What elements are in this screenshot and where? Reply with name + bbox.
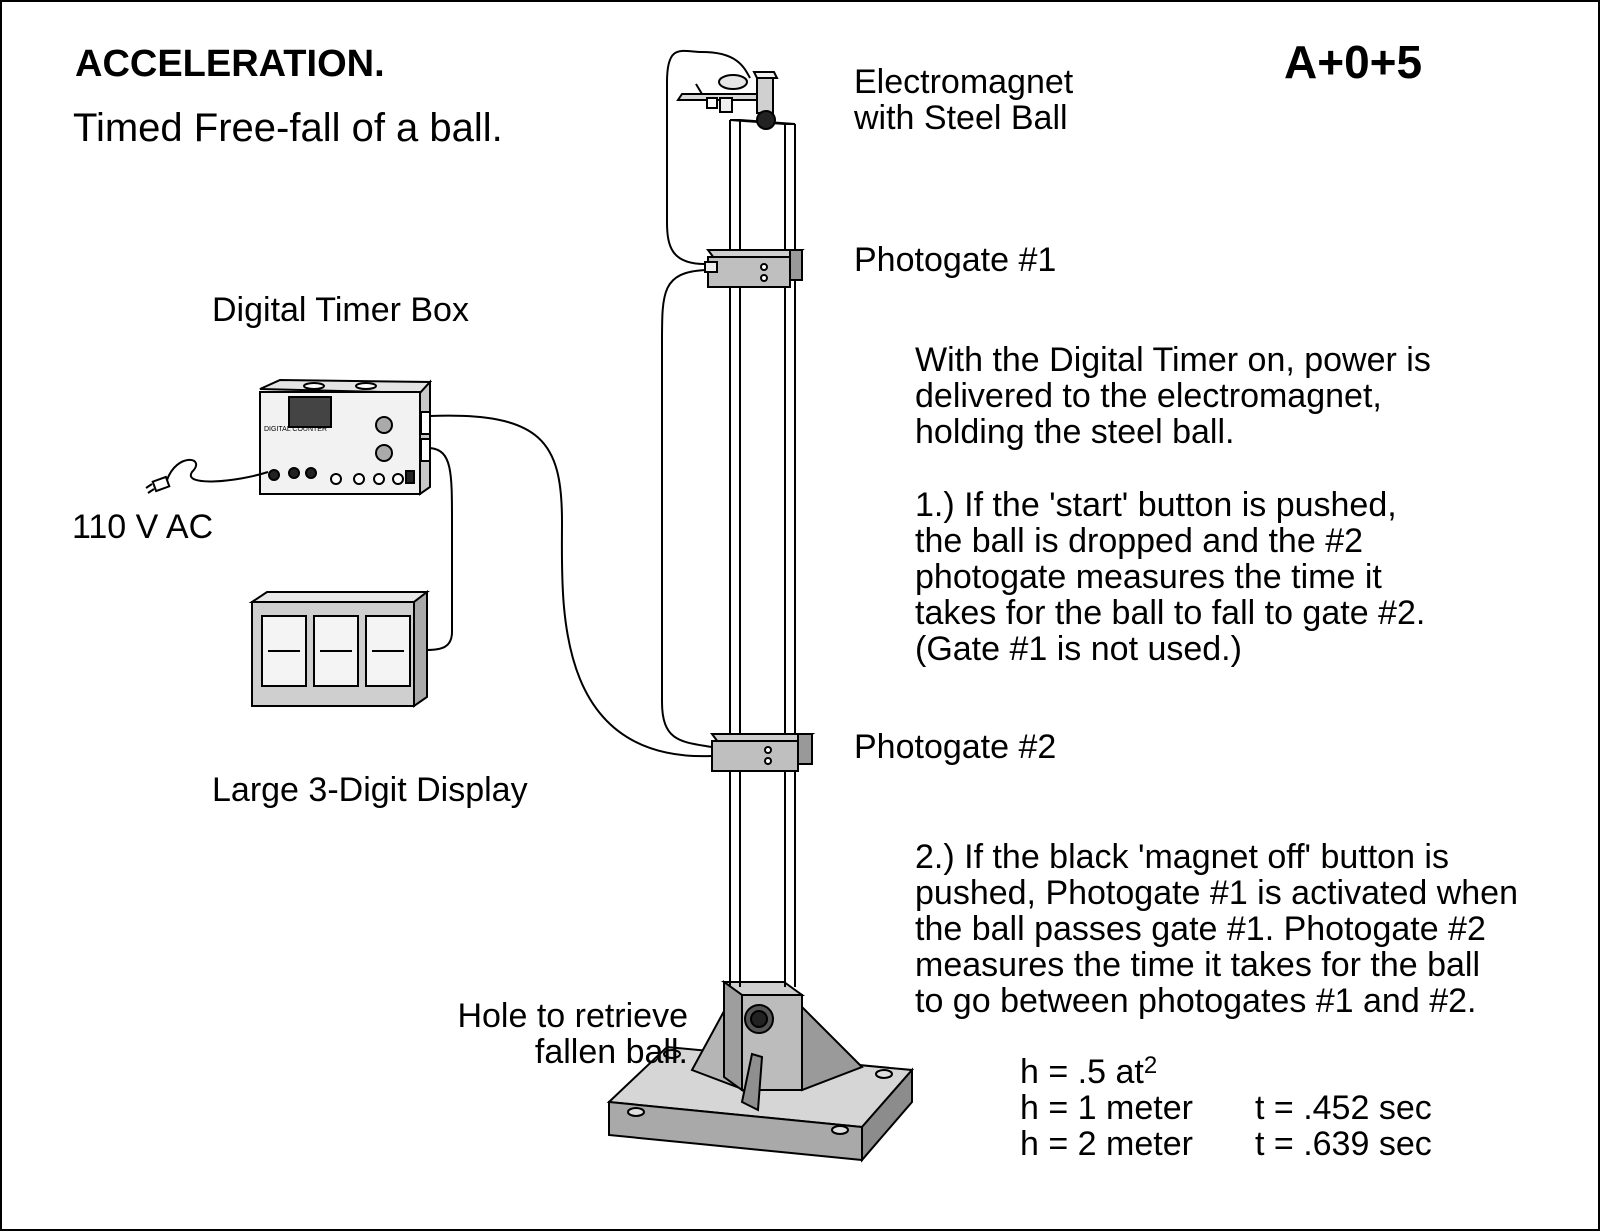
label-electromagnet-line1: Electromagnet xyxy=(854,63,1074,101)
label-hole-line2: fallen ball. xyxy=(534,1033,688,1071)
formula-equation: h = .5 at2 xyxy=(1020,1052,1432,1091)
note-intro-line: delivered to the electromagnet, xyxy=(915,377,1382,415)
note-intro-line: With the Digital Timer on, power is xyxy=(915,341,1431,379)
label-electromagnet: Electromagnet with Steel Ball xyxy=(854,64,1073,136)
formula-height: h = 1 meter xyxy=(1020,1089,1193,1127)
label-photogate-2: Photogate #2 xyxy=(854,728,1057,766)
label-hole: Hole to retrieve fallen ball. xyxy=(442,998,688,1070)
formula-block: h = .5 at2 h = 1 meter t = .452 sec h = 2… xyxy=(1020,1052,1432,1162)
photogate-1-device xyxy=(704,249,805,288)
label-electromagnet-line2: with Steel Ball xyxy=(854,99,1068,137)
label-timer-box: Digital Timer Box xyxy=(212,291,469,329)
note-magnet-off-button: 2.) If the black 'magnet off' button is … xyxy=(915,839,1518,1019)
digital-timer-box xyxy=(259,378,433,496)
label-power: 110 V AC xyxy=(72,508,214,546)
label-hole-line1: Hole to retrieve xyxy=(457,997,688,1035)
formula-row: h = 1 meter t = .452 sec xyxy=(1020,1090,1432,1126)
photogate-2-device xyxy=(710,733,816,772)
label-photogate-1: Photogate #1 xyxy=(854,241,1057,279)
large-3-digit-display xyxy=(248,589,430,708)
note-start-button: 1.) If the 'start' button is pushed, the… xyxy=(915,487,1425,667)
wires xyxy=(166,49,751,758)
note-1-line: 1.) If the 'start' button is pushed, xyxy=(915,486,1397,524)
note-intro-line: holding the steel ball. xyxy=(915,413,1235,451)
note-2-line: measures the time it takes for the ball xyxy=(915,946,1481,984)
figure-code: A+0+5 xyxy=(1284,36,1423,88)
note-1-line: takes for the ball to fall to gate #2. xyxy=(915,594,1426,632)
note-1-line: (Gate #1 is not used.) xyxy=(915,630,1242,668)
timer-face-label: DIGITAL COUNTER xyxy=(264,426,328,433)
note-2-line: to go between photogates #1 and #2. xyxy=(915,982,1477,1020)
formula-height: h = 2 meter xyxy=(1020,1125,1193,1163)
note-intro: With the Digital Timer on, power is deli… xyxy=(915,342,1431,450)
base-platform xyxy=(606,980,915,1163)
page-title: ACCELERATION. xyxy=(75,43,385,85)
note-2-line: 2.) If the black 'magnet off' button is xyxy=(915,838,1449,876)
formula-exponent: 2 xyxy=(1143,1052,1158,1079)
label-display: Large 3-Digit Display xyxy=(212,771,528,809)
electromagnet xyxy=(676,71,779,130)
formula-row: h = 2 meter t = .639 sec xyxy=(1020,1126,1432,1162)
power-plug xyxy=(145,475,171,494)
formula-time: t = .452 sec xyxy=(1255,1089,1432,1127)
page-subtitle: Timed Free-fall of a ball. xyxy=(73,106,503,150)
formula-equation-text: h = .5 at xyxy=(1020,1053,1144,1091)
formula-time: t = .639 sec xyxy=(1255,1125,1432,1163)
note-1-line: the ball is dropped and the #2 xyxy=(915,522,1364,560)
note-1-line: photogate measures the time it xyxy=(915,558,1382,596)
note-2-line: pushed, Photogate #1 is activated when xyxy=(915,874,1518,912)
note-2-line: the ball passes gate #1. Photogate #2 xyxy=(915,910,1486,948)
